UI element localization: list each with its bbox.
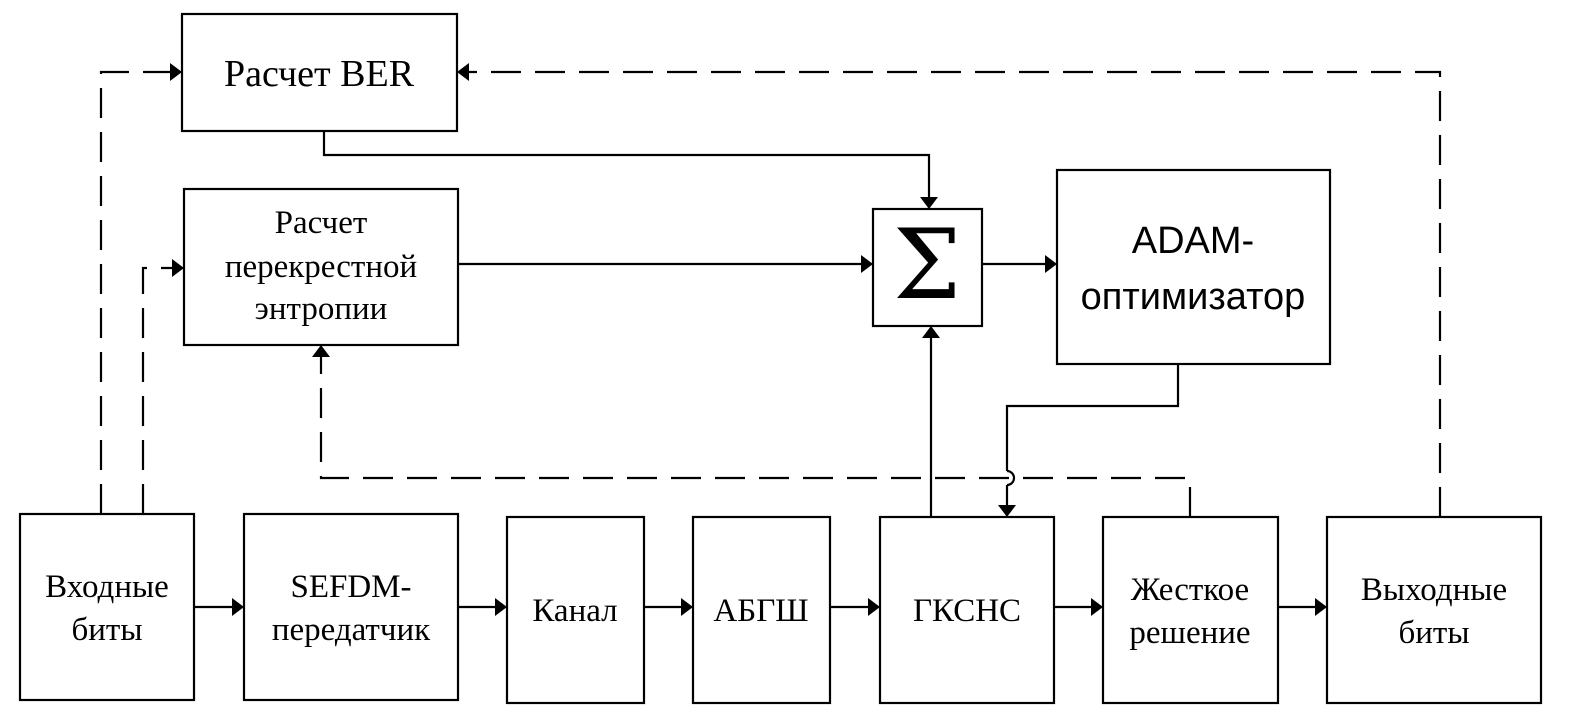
channel-label: Канал [532, 593, 617, 629]
awgn-label: АБГШ [713, 593, 808, 629]
transmitter-label-line-1: SEFDM- [290, 569, 411, 605]
block-output-bits: Выходные биты [1325, 515, 1543, 705]
entropy-label-line-1: Расчет [275, 205, 368, 241]
block-sefdm-transmitter: SEFDM- передатчик [242, 512, 460, 702]
block-cross-entropy: Расчет перекрестной энтропии [182, 187, 460, 347]
adam-to-gksns-arrow [998, 364, 1180, 517]
input-to-ber-dashed-arrow [99, 63, 182, 514]
gksns-label: ГКСНС [913, 593, 1021, 629]
input-label-line-1: Входные [45, 569, 169, 605]
transmitter-label-line-2: передатчик [272, 612, 431, 648]
input-to-entropy-dashed-arrow [141, 259, 184, 514]
adam-label-line-2: оптимизатор [1081, 276, 1306, 318]
signal-chain-arrows [194, 598, 1327, 616]
output-label-line-1: Выходные [1361, 572, 1507, 608]
sigma-symbol: Σ [893, 209, 961, 321]
output-to-ber-dashed-arrow [457, 63, 1442, 517]
block-gksns: ГКСНС [878, 515, 1056, 705]
entropy-label-line-2: перекрестной [225, 249, 417, 285]
summator-to-adam-arrow [982, 255, 1057, 273]
adam-label-line-1: ADAM- [1132, 220, 1254, 262]
input-label-line-2: биты [71, 612, 142, 648]
block-awgn: АБГШ [691, 515, 832, 705]
ber-to-summator-arrow [322, 131, 938, 209]
block-channel: Канал [505, 515, 646, 705]
block-input-bits: Входные биты [18, 512, 196, 702]
output-label-line-2: биты [1398, 615, 1469, 651]
hard-label-line-1: Жесткое [1131, 572, 1249, 608]
block-ber: Расчет BER [180, 12, 459, 133]
gksns-to-summator-arrow [922, 326, 940, 517]
hard-label-line-2: решение [1129, 615, 1250, 651]
block-adam-optimizer: ADAM- оптимизатор [1055, 168, 1332, 366]
block-hard-decision: Жесткое решение [1101, 515, 1280, 705]
entropy-to-summator-arrow [458, 255, 873, 273]
hard-decision-to-entropy-dashed-arrow [312, 345, 1192, 517]
ber-label: Расчет BER [224, 53, 415, 95]
entropy-label-line-3: энтропии [255, 291, 388, 327]
block-summator: Σ [871, 207, 984, 328]
